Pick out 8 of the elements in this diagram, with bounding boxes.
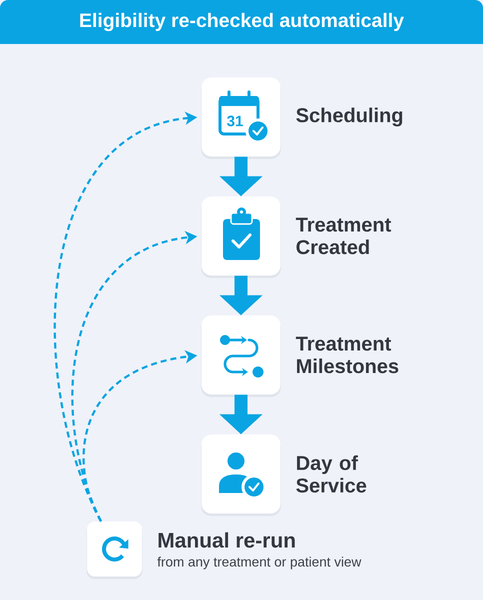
title-bar: Eligibility re-checked automatically	[0, 0, 483, 44]
step-label: Treatment Created	[296, 218, 392, 254]
step-label: Scheduling	[296, 108, 402, 126]
action-title: Manual re-run	[158, 532, 295, 548]
action-description: from any treatment or patient view	[157, 556, 362, 570]
date-number: 31	[227, 116, 243, 126]
step-label: Treatment Milestones	[296, 336, 398, 374]
step-label: Day of Service	[296, 455, 366, 493]
